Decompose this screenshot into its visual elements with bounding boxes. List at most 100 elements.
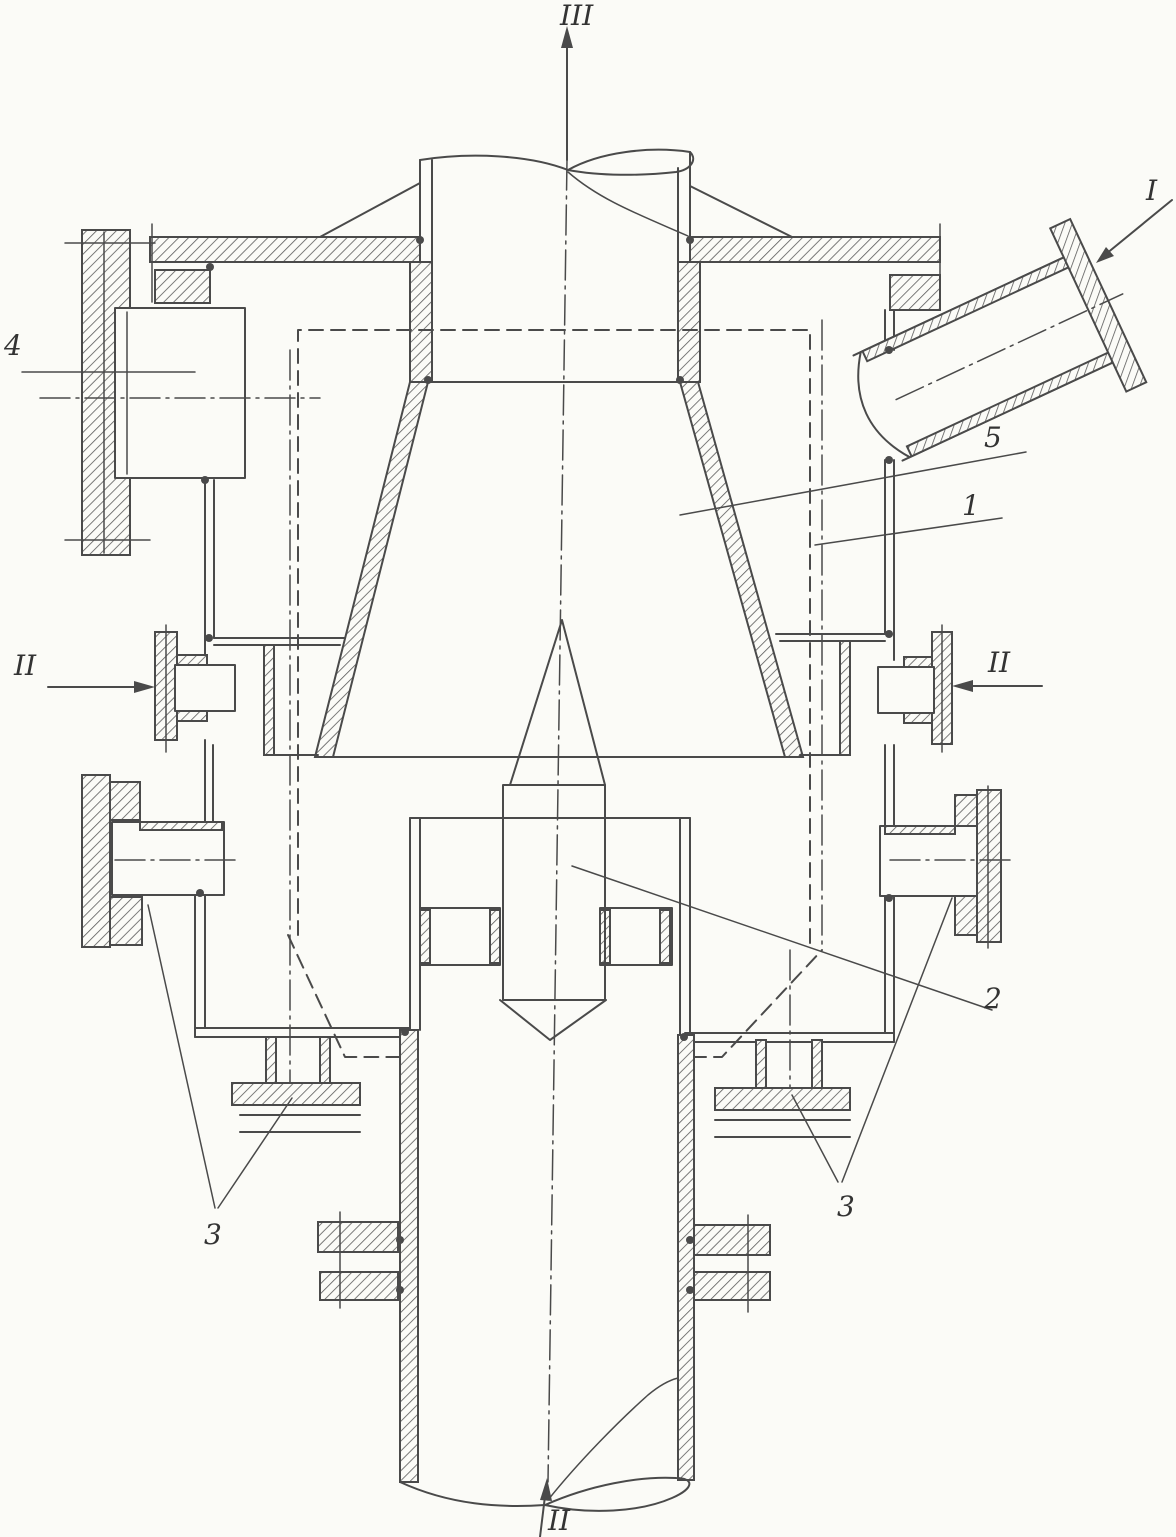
lower-flange-left-upper [317,1221,399,1253]
label-part-4: 4 [3,329,22,362]
zone-dashed-outline [297,329,811,951]
nozzle-3-right-ring-bottom [954,894,978,936]
nozzle-4 [39,229,321,556]
nozzle-4-pipe [114,307,246,479]
cone-wall-right [678,381,805,758]
cone-5 [313,381,805,758]
inner-shelf-left [213,637,346,756]
upper-ring-left [154,269,211,304]
gusset-right [689,185,793,238]
support-ring-left-wall [419,909,431,964]
outlet-pipe-wall-right-section [677,261,701,383]
zone-dashed-bottom-left [287,934,406,1058]
nozzle-3-left-ring-bottom [109,896,143,946]
top-cover-plate [149,182,941,311]
nozzle-3-left-ring-top [109,781,141,821]
bottom-nozzle-right-wall [811,1039,823,1089]
weld-dot [686,236,694,244]
nozzle-ii-left-wall-top [176,654,208,666]
nozzle-ii-left-pipe [174,664,236,712]
weld-dot [416,236,424,244]
outlet-pipe [409,148,701,383]
zone-dashed-bottom-right [691,949,823,1058]
weld-dot [205,634,213,642]
lower-flange-right-upper [693,1224,771,1256]
inlet-pipe-lower [399,817,695,1512]
shell-left-wall [194,479,215,1038]
label-part-1: 1 [962,489,980,522]
bottom-plate-left [194,1027,411,1038]
stream-i-arrow [1096,199,1173,263]
stream-ii-left-arrowhead [134,681,155,693]
labels: III I 4 5 1 II II 2 3 3 II [3,0,1158,1537]
weld-dot [885,630,893,638]
weld-dot [396,1286,404,1294]
outlet-pipe-wall-left-section [409,261,433,383]
bottom-nozzle-left-flange [231,1082,361,1106]
nozzle-3-right-wall [884,825,956,835]
leader-lines [21,371,1027,1209]
shelf-left-skirt [263,644,275,756]
bottom-nozzle-left [231,1036,361,1133]
weld-dot [206,263,214,271]
nozzle-i-inclined [852,217,1148,462]
bottom-nozzle-right-flange [714,1087,851,1111]
leader-3-left-a [147,904,216,1209]
weld-dot [401,1028,409,1036]
weld-dot [201,476,209,484]
top-plate-left [149,236,421,263]
bottom-nozzle-right [714,1039,851,1138]
nozzle-3-right-pipe [879,825,978,897]
label-stream-iii: III [559,0,594,32]
displacer-2 [499,619,607,1041]
nozzle-3-left-pipe [111,821,225,896]
displacer-bottom-cone [499,999,607,1041]
nozzle-i-shell-cut [857,351,911,459]
inlet-pipe-wall-section-right [677,1034,695,1481]
weld-dot [686,1236,694,1244]
label-part-2: 2 [983,982,1002,1015]
outlet-arrowhead [561,26,573,48]
inlet-pipe-break-line [547,1377,679,1501]
cone-wall-left [313,381,430,758]
nozzle-3-right-flange [976,789,1002,943]
weld-dot [885,346,893,354]
leader-3-right-b [841,897,953,1183]
leader-2 [571,865,993,1011]
lower-pipe-flanges [317,1211,771,1313]
bottom-nozzle-right-wall [755,1039,767,1089]
top-plate-right [689,236,941,263]
label-stream-ii-right: II [987,646,1011,679]
nozzle-ii-right-pipe [877,666,935,714]
weld-dot [196,889,204,897]
outlet-pipe-break-edge [419,148,695,176]
label-stream-ii-bottom: II [547,1504,571,1537]
weld-dot [885,894,893,902]
stream-i-arrow-line [1105,199,1173,255]
leader-1 [814,517,1003,546]
nozzle-i-axis [895,293,1124,401]
nozzle-ii-right [877,624,1043,753]
inlet-pipe-break-edge [399,1476,691,1512]
inlet-bottom-arrowhead [540,1478,552,1501]
support-ring [419,907,673,966]
displacer-top-cone [509,619,606,786]
displacer-body [502,784,606,1001]
weld-dot [686,1286,694,1294]
weld-dot [396,1236,404,1244]
center-axis-group [539,26,573,1537]
label-part-3-left: 3 [204,1218,222,1251]
outlet-pipe-break-line [567,171,689,237]
leader-3-right-a [791,1094,839,1183]
lower-flange-left-lower [319,1271,399,1301]
support-ring-right-wall [659,909,671,964]
weld-dot [424,376,432,384]
inner-shelf-right [775,633,886,756]
working-zone-1 [287,319,823,1101]
center-axis [547,159,568,1483]
nozzle-3-left-wall [139,821,223,831]
label-part-5: 5 [984,421,1002,454]
leader-3-left-b [217,1097,293,1209]
nozzle-ii-left-wall-bottom [176,710,208,722]
stream-ii-right-arrowhead [952,680,973,692]
